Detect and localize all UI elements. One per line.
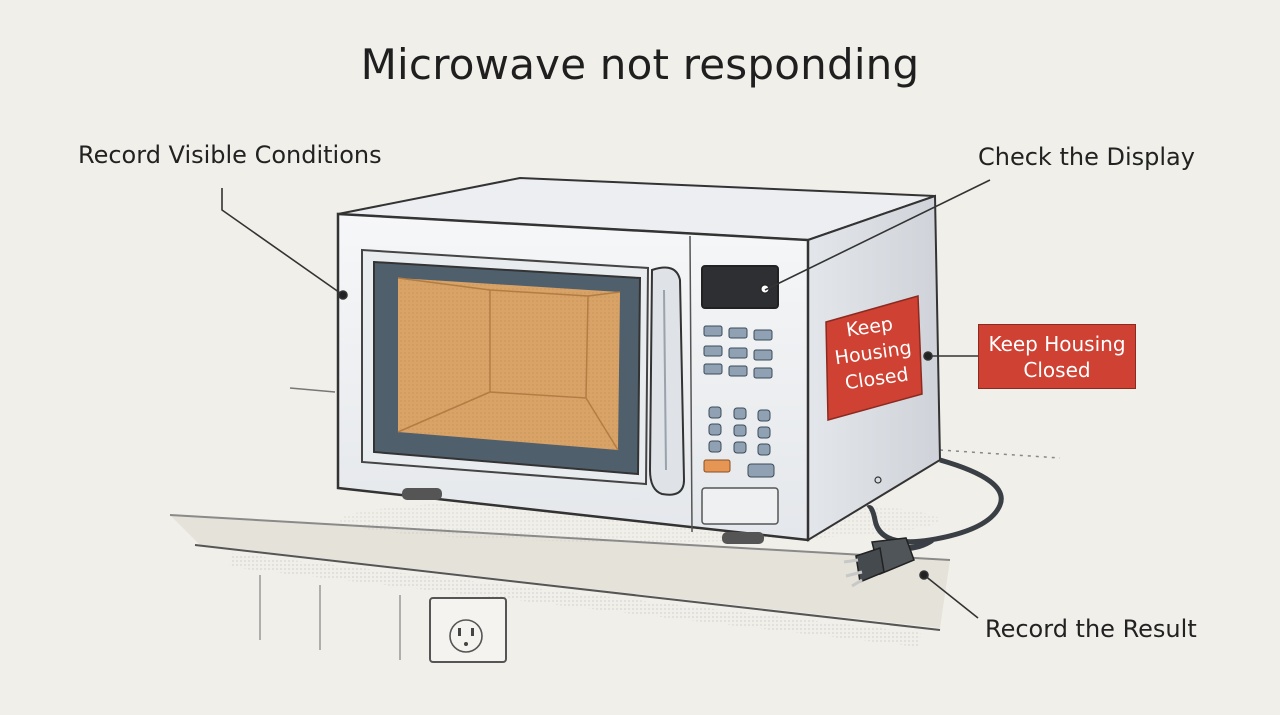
counter [169,387,1061,660]
page-title: Microwave not responding [360,40,920,89]
callout-check-the-display: Check the Display [978,143,1195,171]
wall-outlet [429,597,507,663]
callout-keep-housing-closed-line-1: Keep Housing [988,332,1126,356]
callout-keep-housing-closed-line-2: Closed [1023,358,1091,382]
warning-sticker-text: Keep Housing Closed [818,294,929,424]
microwave [336,176,942,544]
callout-lines [221,179,991,619]
callout-keep-housing-closed: Keep Housing Closed [978,324,1136,389]
callout-record-the-result: Record the Result [985,615,1197,643]
plug [843,537,915,588]
callout-record-visible-conditions: Record Visible Conditions [78,141,382,169]
